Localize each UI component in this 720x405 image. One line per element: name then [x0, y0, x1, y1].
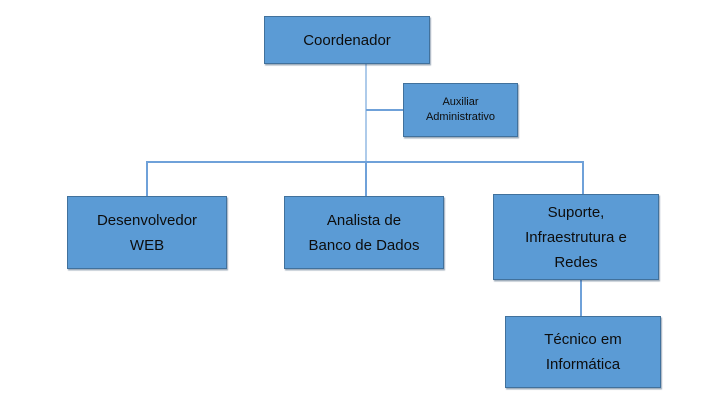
org-node-suporte-infraestrutura-redes-label: Suporte, Infraestrutura e Redes	[525, 203, 627, 271]
connector-desenvolvedor-drop	[146, 161, 148, 196]
org-node-analista-banco-de-dados: Analista de Banco de Dados	[284, 196, 444, 269]
connector-analista-drop	[365, 161, 367, 196]
org-node-suporte-infraestrutura-redes: Suporte, Infraestrutura e Redes	[493, 194, 659, 280]
org-node-coordenador-label: Coordenador	[303, 31, 391, 49]
connector-tecnico-drop	[580, 280, 582, 316]
org-node-analista-banco-de-dados-label: Analista de Banco de Dados	[308, 211, 420, 254]
org-node-auxiliar-administrativo-label: Auxiliar Administrativo	[425, 96, 496, 123]
connector-auxiliar-stub	[366, 109, 404, 111]
org-node-desenvolvedor-web-label: Desenvolvedor WEB	[96, 211, 198, 254]
org-node-auxiliar-administrativo: Auxiliar Administrativo	[403, 83, 518, 137]
org-node-desenvolvedor-web: Desenvolvedor WEB	[67, 196, 227, 269]
org-node-tecnico-em-informatica: Técnico em Informática	[505, 316, 661, 388]
connector-horizontal-bus	[146, 161, 583, 163]
connector-coordenador-vertical	[365, 64, 367, 162]
org-node-coordenador: Coordenador	[264, 16, 430, 64]
org-node-tecnico-em-informatica-label: Técnico em Informática	[544, 331, 622, 373]
connector-suporte-drop	[582, 161, 584, 194]
